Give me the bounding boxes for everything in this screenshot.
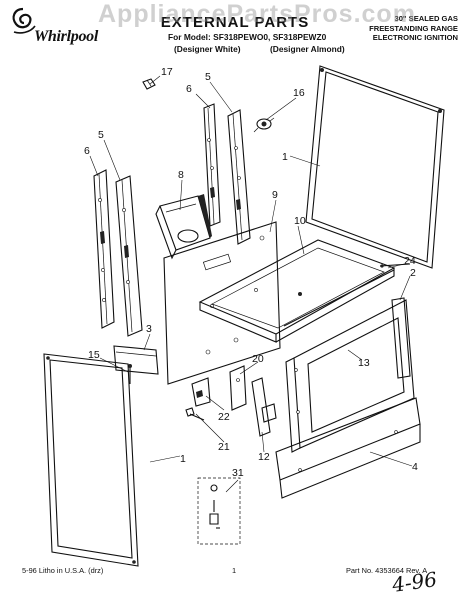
callout-4: 4 [412,461,418,473]
part-17-cap [142,78,156,90]
callout-10: 10 [294,215,306,227]
callout-1: 1 [282,151,288,163]
product-description: 30" SEALED GAS FREESTANDING RANGE ELECTR… [338,14,458,43]
product-desc-line: 30" SEALED GAS [394,14,458,23]
callout-5: 5 [205,71,211,83]
callout-16: 16 [293,87,305,99]
callout-17: 17 [161,66,173,78]
callout-24: 24 [404,255,416,267]
callout-9: 9 [272,189,278,201]
part-15-screw [128,364,132,384]
part-16-switch [253,117,275,133]
callout-15: 15 [88,349,100,361]
callout-13: 13 [358,357,370,369]
footer-page-number: 1 [232,566,237,575]
part-6-5-left-side-rails [93,169,143,337]
part-31-hardware-kit [197,477,241,545]
leader-lines [89,75,413,493]
part-12-lower-rail [251,377,277,437]
part-21-screw [185,407,205,421]
callout-labels: 17 5 6 16 1 5 6 8 9 10 24 2 3 15 13 20 2… [84,66,418,479]
callout-3: 3 [146,323,152,335]
part-2-trim [391,297,411,379]
callout-22: 22 [218,411,230,423]
page-title: EXTERNAL PARTS [160,14,310,31]
part-3-bottom-rail [113,345,159,375]
product-desc-line: ELECTRONIC IGNITION [372,33,458,43]
callout-6: 6 [84,145,90,157]
callout-5: 5 [98,129,104,141]
brand-logo: Whirlpool [8,6,98,45]
part-1-lower-frame [43,353,139,567]
brand-name: Whirlpool [34,28,98,45]
callout-6: 6 [186,83,192,95]
callout-21: 21 [218,441,230,453]
part-6-5-upper-side-rails [203,103,251,245]
part-1-upper-frame [305,65,445,269]
callout-2: 2 [410,267,416,279]
part-4-kick-plate [275,397,421,499]
part-10-cooktop [198,239,396,343]
footer-litho: 5-96 Litho in U.S.A. (drz) [22,566,104,575]
callout-8: 8 [178,169,184,181]
model-line: For Model: SF318PEWO0, SF318PEWZ0 [168,32,327,42]
watermark: AppliancePartsPros.com [98,0,416,28]
whirlpool-swirl-icon [12,7,36,34]
part-13-oven-door [285,299,415,453]
callout-20: 20 [252,353,264,365]
part-20-bracket [229,365,247,411]
part-8-vent-duct [155,194,212,260]
footer-part-number: Part No. 4353664 Rev. A [346,566,428,575]
designer-white-label: (Designer White) [174,44,241,54]
part-24-rod [379,263,411,268]
designer-almond-label: (Designer Almond) [270,44,345,54]
callout-12: 12 [258,451,270,463]
part-22-clip [191,377,211,407]
callout-31: 31 [232,467,244,479]
callout-1: 1 [180,453,186,465]
product-desc-line: FREESTANDING RANGE [369,23,458,33]
